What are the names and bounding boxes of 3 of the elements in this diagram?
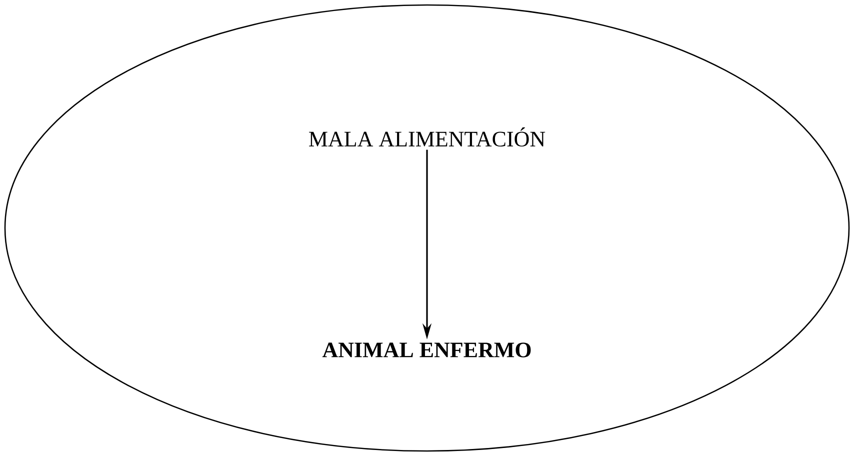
node-text: MALA ALIMENTACIÓN [309,127,546,147]
outline-ellipse [4,4,850,452]
node-text: ANIMAL ENFERMO [322,342,531,358]
